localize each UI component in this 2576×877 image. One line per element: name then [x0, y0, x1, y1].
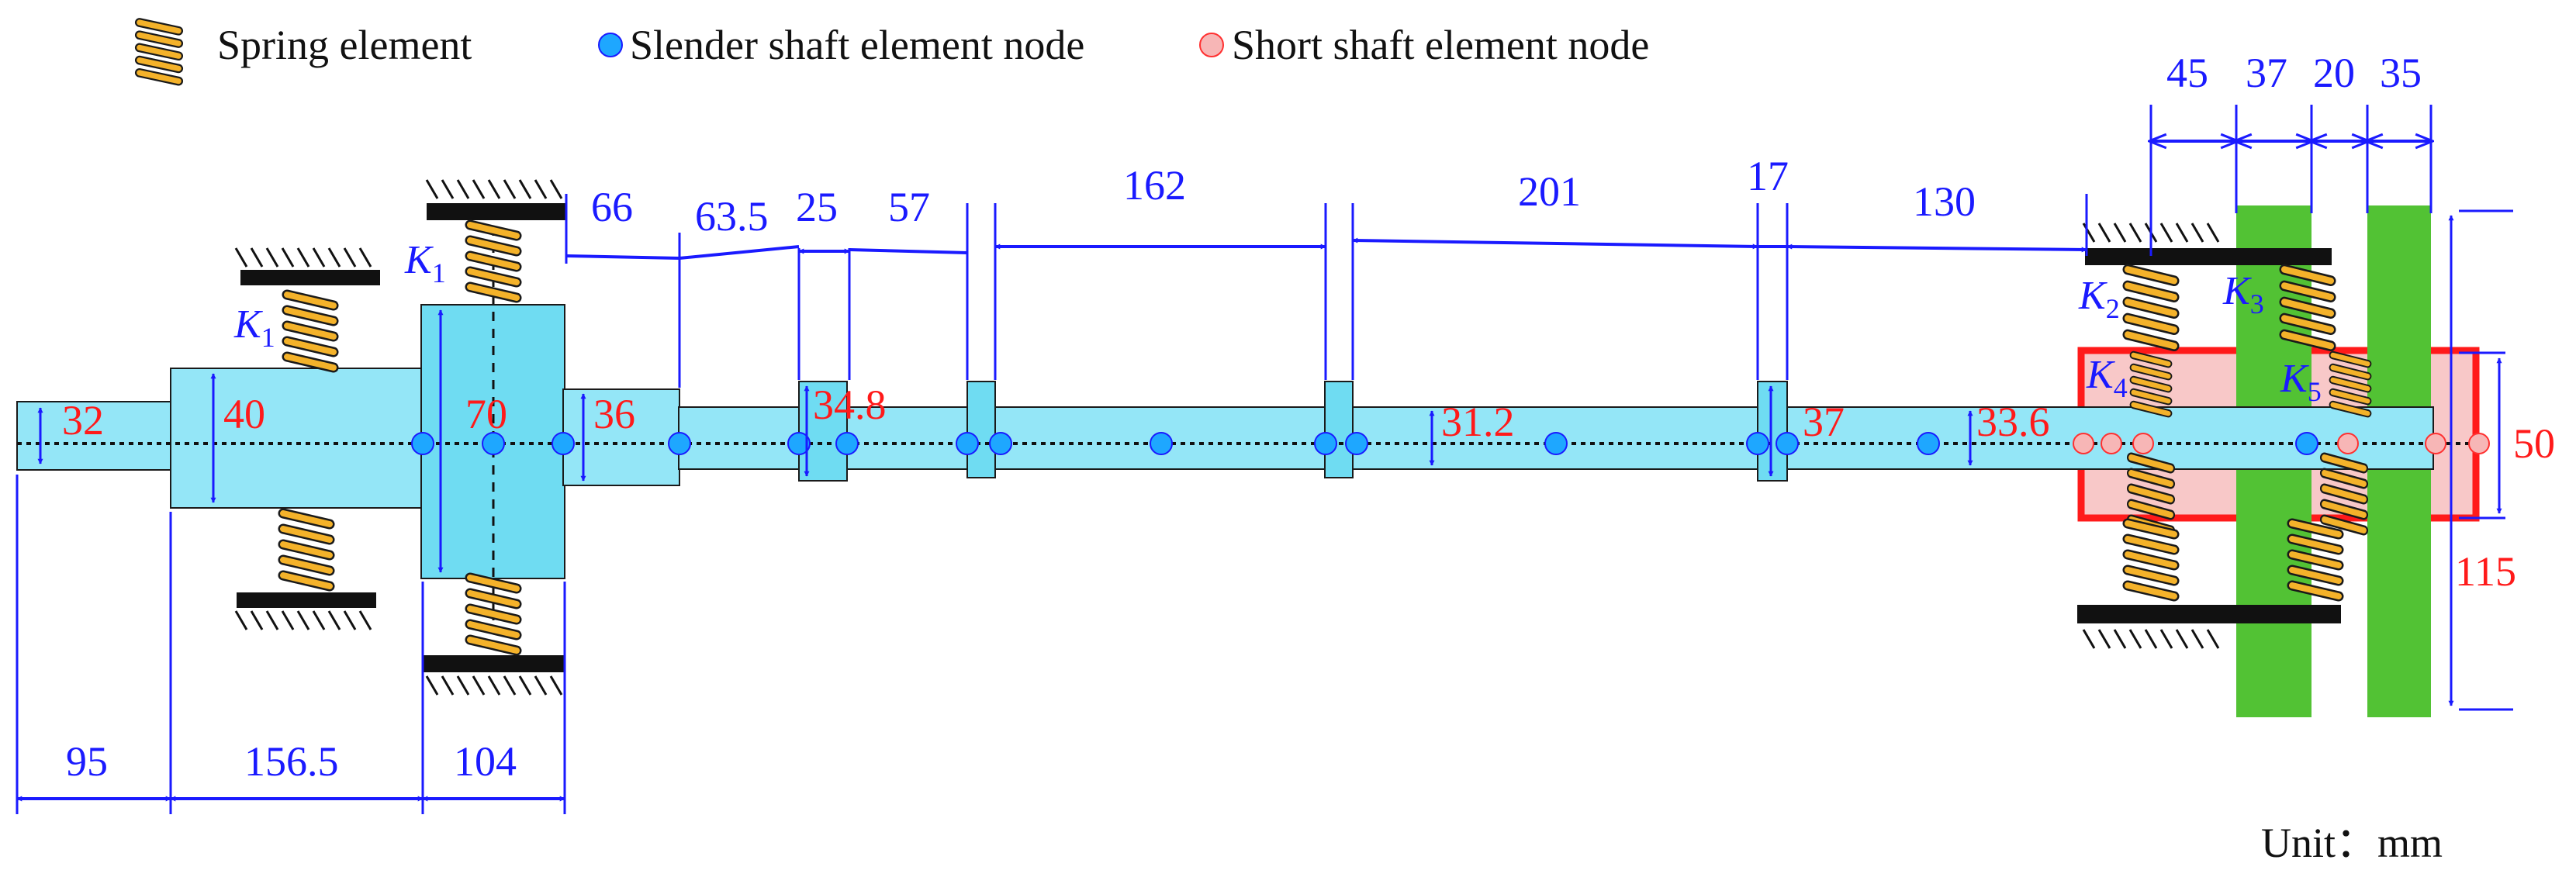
ground-k1-right-top — [425, 179, 566, 220]
diameter-32: 32 — [62, 397, 104, 444]
label-k5: K5 — [2280, 357, 2322, 407]
diameter-50: 50 — [2513, 420, 2555, 467]
spring-k5-icon — [2329, 350, 2372, 418]
spring-k1-left-bottom-icon — [278, 508, 335, 592]
length-130: 130 — [1913, 178, 1976, 225]
spring-k1-right-top-icon — [465, 219, 522, 303]
spring-labels: K1 K1 K2 K3 K4 K5 — [233, 238, 2322, 407]
legend-spring-label: Spring element — [217, 22, 472, 68]
spring-k2-icon — [2122, 264, 2180, 352]
legend-short-label: Short shaft element node — [1232, 22, 1649, 68]
legend-short-node-icon — [1199, 33, 1224, 57]
diameter-34-8: 34.8 — [813, 382, 887, 428]
label-k1-right: K1 — [404, 238, 446, 288]
label-k3: K3 — [2222, 269, 2264, 319]
shaft-nodes — [411, 432, 2490, 455]
length-201: 201 — [1518, 168, 1581, 215]
label-k1-left: K1 — [233, 302, 275, 353]
length-104: 104 — [454, 738, 517, 785]
unit-label: Unit：mm — [2261, 820, 2443, 866]
legend-slender-node-icon — [598, 33, 623, 57]
shaft — [16, 209, 2482, 620]
spring-k3-icon — [2279, 264, 2336, 352]
length-162: 162 — [1123, 162, 1186, 209]
length-57: 57 — [888, 184, 930, 230]
spring-k1-right-bottom-icon — [465, 572, 522, 656]
spring-k2-bottom-icon — [2122, 518, 2180, 602]
length-45: 45 — [2166, 50, 2208, 96]
label-k2: K2 — [2078, 274, 2120, 324]
diameter-33-6: 33.6 — [1976, 399, 2050, 445]
ground-k2-k3-top — [2082, 223, 2332, 265]
diameter-115: 115 — [2455, 548, 2516, 595]
diameter-40: 40 — [223, 391, 265, 437]
length-25: 25 — [796, 184, 838, 230]
ground-k1-left-bottom — [234, 592, 376, 630]
length-66: 66 — [591, 184, 633, 230]
spring-k4-lower-icon — [2126, 452, 2176, 536]
length-37: 37 — [2246, 50, 2287, 96]
diameter-37: 37 — [1803, 399, 1845, 445]
top-dimension-labels: 66 63.5 25 57 162 201 17 130 45 37 20 35 — [591, 50, 2422, 240]
spring-k3-bottom-icon — [2287, 518, 2344, 602]
legend: Spring element Slender shaft element nod… — [134, 18, 1649, 86]
spring-k4-icon — [2129, 350, 2173, 418]
label-k4: K4 — [2086, 353, 2128, 403]
bottom-dimensions — [16, 475, 566, 814]
slender-nodes — [411, 432, 2318, 455]
length-17: 17 — [1747, 153, 1789, 199]
legend-slender-label: Slender shaft element node — [630, 22, 1084, 68]
diameter-31-2: 31.2 — [1441, 399, 1515, 445]
spring-k1-left-top-icon — [282, 289, 339, 373]
short-nodes — [2073, 433, 2490, 454]
springs — [278, 219, 2372, 656]
ground-k1-left-top — [234, 247, 380, 285]
length-20: 20 — [2313, 50, 2355, 96]
length-156-5: 156.5 — [244, 738, 339, 785]
diameter-labels: 32 40 70 36 34.8 31.2 37 33.6 50 115 — [62, 382, 2555, 595]
length-35: 35 — [2380, 50, 2422, 96]
diameter-36: 36 — [593, 391, 635, 437]
ground-k1-right-bottom — [423, 655, 564, 696]
top-dimensions — [565, 105, 2431, 388]
diameter-70: 70 — [465, 391, 507, 437]
length-95: 95 — [66, 738, 108, 785]
spring-k5-lower-icon — [2319, 452, 2369, 536]
ground-k2-k3-bottom — [2077, 605, 2341, 649]
bottom-dimension-labels: 95 156.5 104 — [66, 738, 517, 785]
length-63-5: 63.5 — [695, 193, 769, 240]
diameter-arrows — [37, 209, 2513, 711]
legend-spring-icon — [134, 18, 184, 86]
